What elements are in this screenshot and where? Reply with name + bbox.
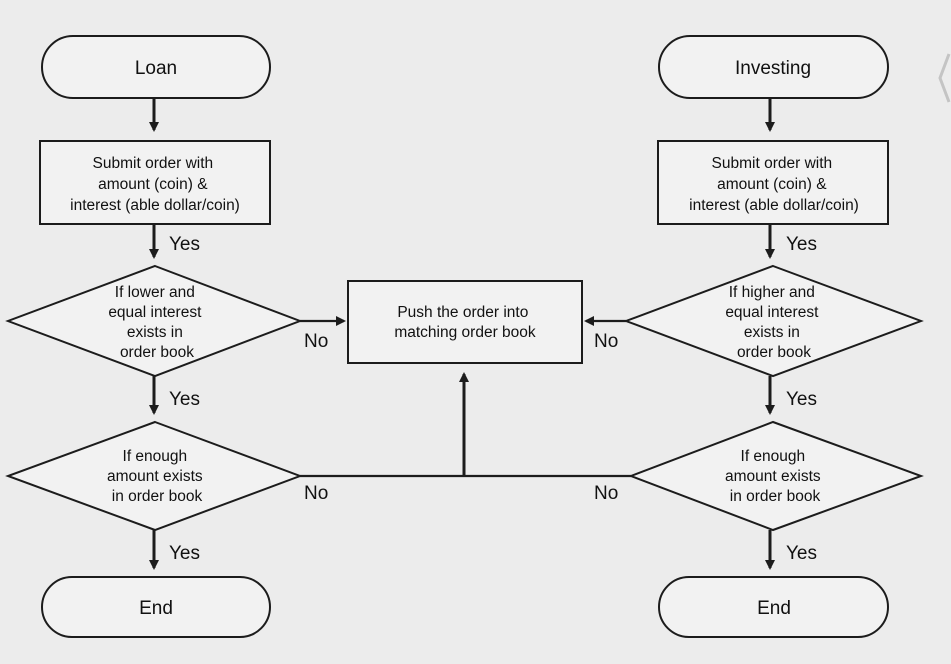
loan-submit-text: Submit order with amount (coin) & intere…: [70, 155, 240, 214]
loan-decision2-text: If enough amount exists in order book: [107, 448, 207, 505]
chevron-left-icon: [938, 53, 951, 103]
investing-decision2-diamond: [628, 420, 924, 532]
loan-end-terminator: [41, 576, 271, 638]
investing-decision2-text: If enough amount exists in order book: [725, 448, 825, 505]
investing-end-terminator: [658, 576, 889, 638]
loan-decision1-line-2: equal interest: [108, 304, 202, 321]
investing-decision2-line-2: amount exists: [725, 468, 821, 485]
investing-decision1-line-1: If higher and: [729, 284, 815, 301]
investing-no-label-2: No: [594, 483, 618, 504]
loan-yes-label-1: Yes: [169, 234, 200, 255]
investing-decision1-line-2: equal interest: [725, 304, 819, 321]
investing-no-label-1: No: [594, 331, 618, 352]
loan-decision2-line-3: in order book: [112, 488, 203, 505]
investing-submit-box: [657, 140, 889, 225]
investing-yes-label-1: Yes: [786, 234, 817, 255]
loan-submit-line-1: Submit order with: [93, 155, 214, 172]
loan-yes-label-3: Yes: [169, 543, 200, 564]
loan-start-terminator: [41, 35, 271, 99]
loan-decision1-text: If lower and equal interest exists in or…: [108, 284, 205, 361]
investing-submit-text: Submit order with amount (coin) & intere…: [689, 155, 859, 214]
loan-end-label: End: [139, 598, 173, 619]
investing-submit-line-1: Submit order with: [712, 155, 833, 172]
center-process-line-2: matching order book: [394, 324, 536, 341]
loan-yes-label-2: Yes: [169, 389, 200, 410]
center-process-line-1: Push the order into: [397, 304, 528, 321]
center-process-text: Push the order into matching order book: [394, 304, 536, 341]
loan-no-label-1: No: [304, 331, 328, 352]
loan-decision1-line-3: exists in: [127, 324, 183, 341]
investing-decision2-line-1: If enough: [741, 448, 806, 465]
loan-submit-line-3: interest (able dollar/coin): [70, 197, 240, 214]
investing-start-label: Investing: [735, 58, 811, 79]
loan-submit-box: [39, 140, 271, 225]
investing-submit-line-3: interest (able dollar/coin): [689, 197, 859, 214]
loan-decision1-line-1: If lower and: [115, 284, 195, 301]
loan-start-label: Loan: [135, 58, 177, 79]
loan-submit-line-2: amount (coin) &: [98, 176, 208, 193]
loan-decision2-line-2: amount exists: [107, 468, 203, 485]
loan-decision1-line-4: order book: [120, 344, 194, 361]
investing-decision2-line-3: in order book: [730, 488, 821, 505]
investing-decision1-line-4: order book: [737, 344, 811, 361]
investing-end-label: End: [757, 598, 791, 619]
investing-start-terminator: [658, 35, 889, 99]
loan-no-label-2: No: [304, 483, 328, 504]
investing-yes-label-2: Yes: [786, 389, 817, 410]
center-process-box: [347, 280, 583, 364]
investing-yes-label-3: Yes: [786, 543, 817, 564]
loan-decision2-line-1: If enough: [123, 448, 188, 465]
investing-decision1-diamond: [623, 264, 924, 378]
investing-decision1-text: If higher and equal interest exists in o…: [725, 284, 822, 361]
investing-decision1-line-3: exists in: [744, 324, 800, 341]
investing-submit-line-2: amount (coin) &: [717, 176, 827, 193]
